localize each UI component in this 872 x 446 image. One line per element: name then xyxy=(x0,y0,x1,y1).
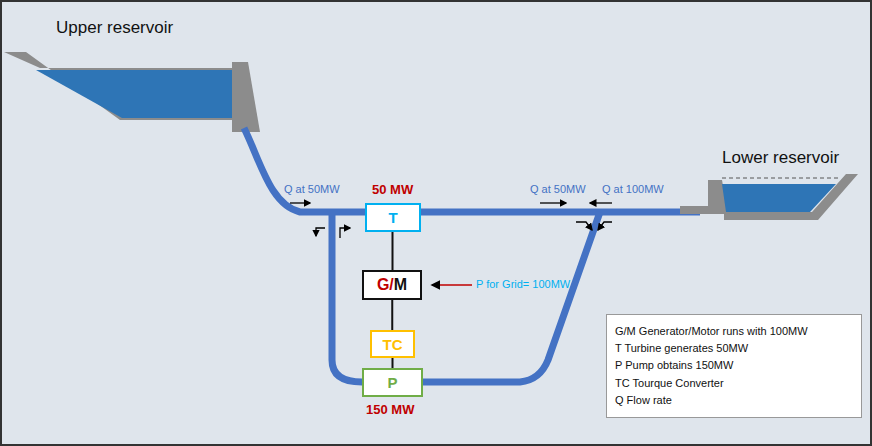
node-text: G/M Generator/Motor runs with 100MW xyxy=(615,323,808,340)
node-text: P xyxy=(387,374,397,391)
torque-converter-box: TC xyxy=(370,330,415,358)
shaft-line xyxy=(392,232,393,270)
flow-label: Q at 50MW xyxy=(530,183,586,195)
power-label: 150 MW xyxy=(366,402,414,417)
power-label: 50 MW xyxy=(372,182,413,197)
shaft-line xyxy=(392,358,394,368)
upper-bank xyxy=(4,52,235,120)
node-text: T Turbine generates 50MW xyxy=(615,340,748,357)
node-text: G/M xyxy=(377,276,407,294)
turbine-box: T xyxy=(365,203,421,232)
lower-bank xyxy=(724,174,858,220)
water-level xyxy=(722,178,840,179)
lower-apron xyxy=(680,206,712,214)
reservoir-label: Lower reservoir xyxy=(722,148,839,168)
pump-box: P xyxy=(362,368,423,397)
note-box: G/M Generator/Motor runs with 100MWT Tur… xyxy=(606,314,862,418)
upper-dam xyxy=(232,62,260,132)
flow-arrows xyxy=(290,203,612,285)
shaft-line xyxy=(391,300,394,330)
node-text: TC xyxy=(383,336,403,353)
flow-label: Q at 100MW xyxy=(602,183,664,195)
flow-label: Q at 50MW xyxy=(284,183,340,195)
grid-power-label: P for Grid= 100MW xyxy=(476,278,570,290)
node-text: Q Flow rate xyxy=(615,392,672,409)
node-text: P Pump obtains 150MW xyxy=(615,357,733,374)
upper-water xyxy=(36,70,232,118)
node-text: TC Tourque Converter xyxy=(615,375,724,392)
reservoir-label: Upper reservoir xyxy=(56,18,173,38)
generator-motor-box: G/M xyxy=(362,270,422,300)
node-text: T xyxy=(388,209,397,226)
